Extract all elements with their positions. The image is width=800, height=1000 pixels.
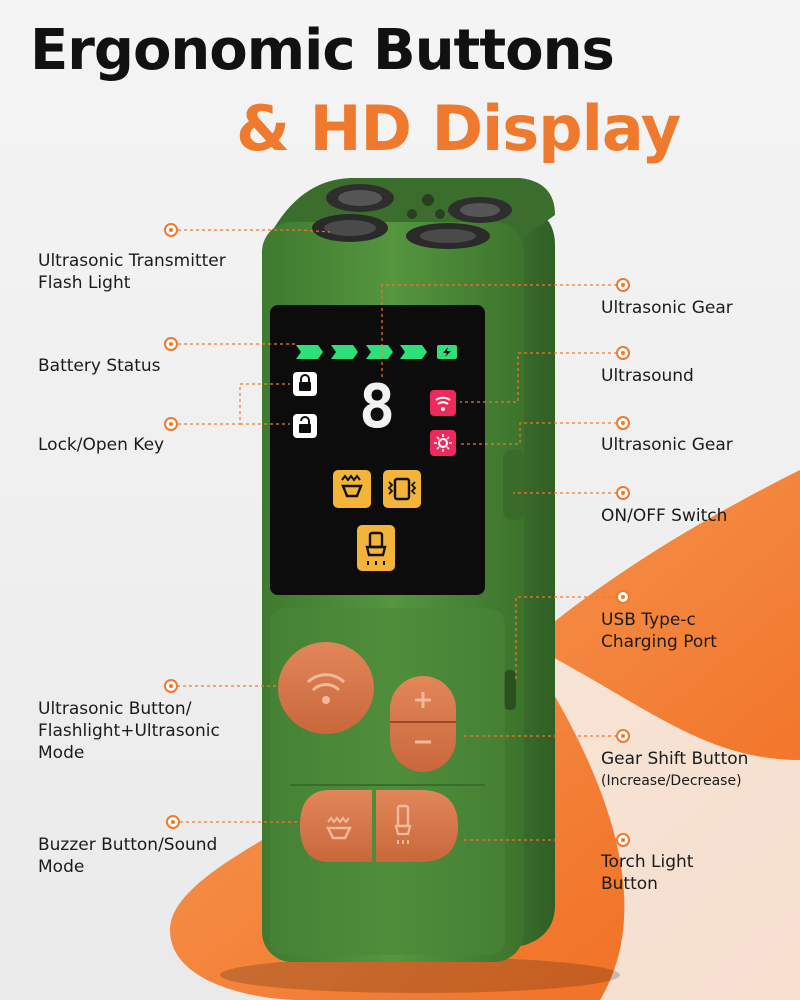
callout-dot-ultrasonic-gear-top	[616, 278, 630, 292]
ultrasound-icon	[430, 390, 456, 416]
callout-dot-ultrasonic-gear-mid	[616, 416, 630, 430]
callout-dot-onoff-switch	[616, 486, 630, 500]
headline-line-2: & HD Display	[236, 92, 681, 165]
callout-dot-battery-status	[164, 337, 178, 351]
on-off-switch[interactable]	[503, 450, 525, 520]
torch-light-button[interactable]	[376, 790, 458, 862]
label-ultrasonic-button: Ultrasonic Button/ Flashlight+Ultrasonic…	[38, 699, 220, 763]
label-gear-shift: Gear Shift Button (Increase/Decrease)	[601, 749, 749, 789]
buzzer-button[interactable]	[300, 790, 372, 862]
label-lock-open-key: Lock/Open Key	[38, 435, 165, 455]
callout-dot-ultrasound	[616, 346, 630, 360]
callout-dot-torch	[616, 833, 630, 847]
label-onoff-switch: ON/OFF Switch	[601, 506, 728, 526]
lock-open-icon	[293, 414, 317, 438]
callout-dot-lock-open-key	[164, 417, 178, 431]
gear-digit-display: 8	[358, 372, 396, 442]
callout-dot-gear-shift	[616, 729, 630, 743]
label-buzzer-button: Buzzer Button/Sound Mode	[38, 835, 218, 877]
label-ultrasonic-gear-top: Ultrasonic Gear	[601, 298, 733, 318]
callout-dot-ultrasonic-button	[164, 679, 178, 693]
lock-closed-icon	[293, 372, 317, 396]
gear-shift-button[interactable]	[390, 676, 456, 772]
callout-dot-ultrasonic-transmitter	[164, 223, 178, 237]
vibration-mode-icon	[383, 470, 421, 508]
ultrasonic-transmitters	[312, 184, 512, 249]
usb-type-c-port[interactable]	[504, 670, 516, 710]
label-ultrasound: Ultrasound	[601, 366, 694, 386]
buzzer-mode-icon	[333, 470, 371, 508]
label-torch: Torch Light Button	[601, 852, 694, 894]
callout-dot-buzzer-button	[166, 815, 180, 829]
label-ultrasonic-gear-mid: Ultrasonic Gear	[601, 435, 733, 455]
callout-dot-usb	[616, 590, 630, 604]
ultrasonic-button[interactable]	[278, 642, 374, 734]
headline-line-1: Ergonomic Buttons	[30, 18, 615, 83]
torch-mode-icon	[357, 525, 395, 571]
label-usb: USB Type-c Charging Port	[601, 610, 717, 652]
label-battery-status: Battery Status	[38, 356, 161, 376]
ultrasonic-gear-icon	[430, 430, 456, 456]
label-ultrasonic-transmitter: Ultrasonic Transmitter Flash Light	[38, 251, 226, 293]
